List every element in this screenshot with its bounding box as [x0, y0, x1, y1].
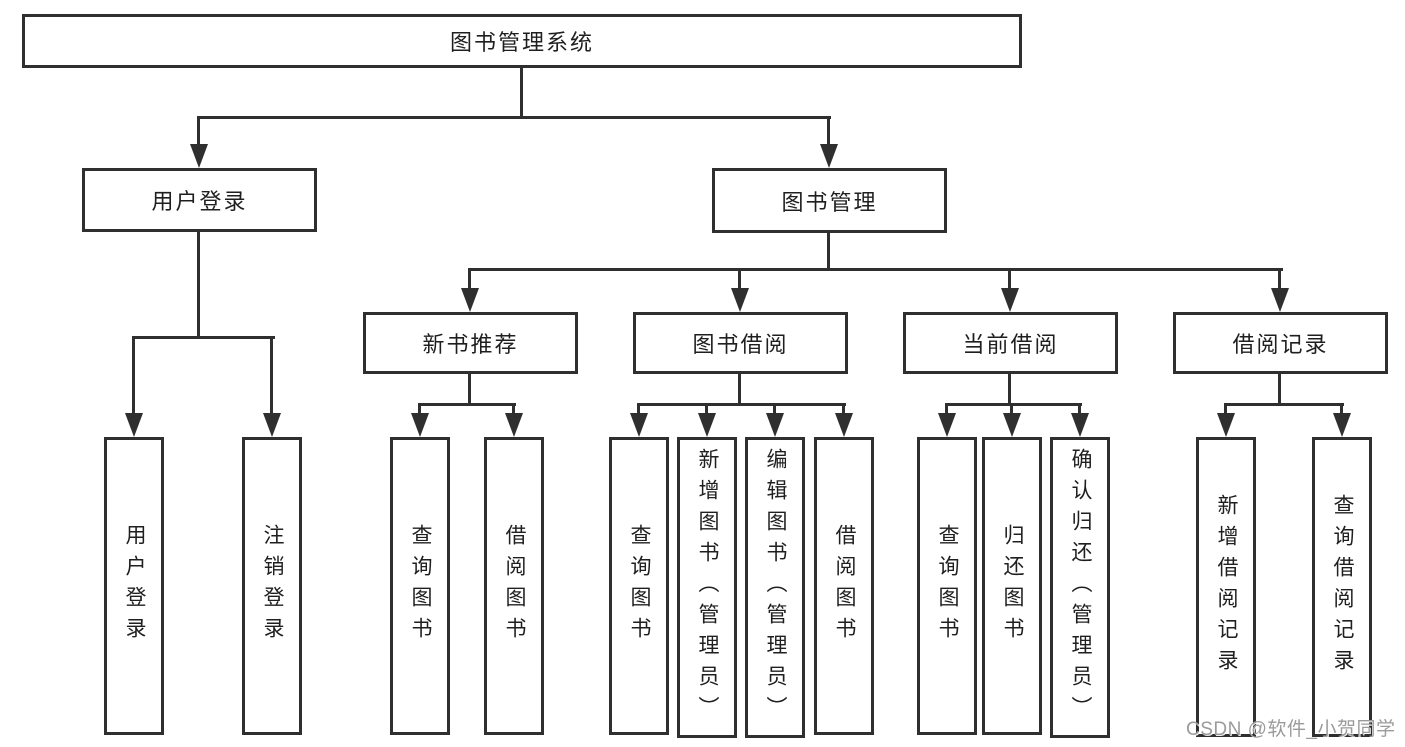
connector-branch-level2	[197, 116, 831, 119]
arrowhead-logout-leaf	[263, 413, 281, 437]
arrowhead-bb-add	[698, 413, 716, 437]
node-nb-query-books-label: 查询图书	[409, 524, 433, 648]
arrowhead-cb-return	[1003, 413, 1021, 437]
node-current-borrowing-label: 当前借阅	[962, 332, 1059, 357]
node-bb-edit-books-admin-label: 编辑图书（管理员）	[764, 448, 788, 727]
arrowhead-current-borrow	[1001, 288, 1019, 312]
arrowhead-borrow-records	[1271, 288, 1289, 312]
arrowhead-bb-borrow	[835, 413, 853, 437]
connector-book-management-drop	[827, 233, 830, 270]
node-current-borrowing: 当前借阅	[903, 312, 1118, 374]
connector-root-drop	[520, 68, 523, 117]
connector-borrow-records-drop	[1278, 374, 1281, 405]
connector-drop-new-book	[468, 271, 471, 290]
node-logout-leaf-label: 注销登录	[261, 524, 285, 648]
connector-drop-nb-query	[418, 406, 421, 415]
node-book-management-label: 图书管理	[781, 189, 878, 215]
node-cb-return-books: 归还图书	[982, 437, 1042, 735]
node-br-add-record-label: 新增借阅记录	[1215, 494, 1239, 680]
connector-drop-bb-edit	[773, 406, 776, 415]
connector-current-borrow-drop	[1008, 374, 1011, 405]
node-br-query-record: 查询借阅记录	[1312, 437, 1372, 737]
arrowhead-book-borrow	[731, 288, 749, 312]
connector-drop-borrow-records	[1278, 271, 1281, 290]
connector-drop-login-leaf	[132, 339, 135, 415]
node-bb-add-books-admin-label: 新增图书（管理员）	[696, 448, 720, 727]
connector-book-borrow-drop	[738, 374, 741, 405]
node-user-login-leaf-label: 用户登录	[123, 524, 147, 648]
arrowhead-br-query	[1333, 413, 1351, 437]
connector-branch-borrow-records	[1224, 403, 1344, 406]
connector-branch-new-book	[418, 403, 516, 406]
arrowhead-book-management	[820, 144, 838, 168]
node-br-add-record: 新增借阅记录	[1196, 437, 1256, 737]
node-nb-borrow-books: 借阅图书	[484, 437, 544, 735]
connector-drop-nb-borrow	[512, 406, 515, 415]
node-nb-borrow-books-label: 借阅图书	[503, 524, 527, 648]
connector-branch-level3	[468, 268, 1283, 271]
node-logout-leaf: 注销登录	[242, 437, 302, 735]
node-cb-return-books-label: 归还图书	[1001, 524, 1025, 648]
connector-drop-cb-query	[945, 406, 948, 415]
node-bb-borrow-books: 借阅图书	[814, 437, 874, 735]
node-book-borrowing-label: 图书借阅	[692, 332, 789, 357]
node-cb-confirm-return-admin: 确认归还（管理员）	[1050, 437, 1110, 738]
node-bb-borrow-books-label: 借阅图书	[833, 524, 857, 648]
node-new-book-recommend-label: 新书推荐	[422, 332, 519, 357]
connector-drop-book-management	[827, 117, 830, 146]
connector-drop-user-login	[197, 117, 200, 146]
arrowhead-user-login	[190, 144, 208, 168]
arrowhead-cb-query	[938, 413, 956, 437]
node-nb-query-books: 查询图书	[390, 437, 450, 735]
node-user-login-leaf: 用户登录	[104, 437, 164, 735]
arrowhead-br-add	[1217, 413, 1235, 437]
connector-drop-bb-borrow	[842, 406, 845, 415]
connector-drop-br-add	[1224, 406, 1227, 415]
connector-drop-logout-leaf	[270, 339, 273, 415]
arrowhead-new-book	[461, 288, 479, 312]
node-book-borrowing: 图书借阅	[633, 312, 848, 374]
arrowhead-bb-edit	[766, 413, 784, 437]
connector-branch-book-borrow	[637, 403, 846, 406]
connector-drop-book-borrow	[738, 271, 741, 290]
node-user-login-label: 用户登录	[151, 189, 248, 214]
connector-drop-bb-add	[705, 406, 708, 415]
node-library-system-label: 图书管理系统	[449, 30, 594, 55]
node-library-system: 图书管理系统	[22, 14, 1022, 68]
connector-branch-current-borrow	[945, 403, 1082, 406]
node-cb-query-books-label: 查询图书	[936, 524, 960, 648]
node-user-login: 用户登录	[82, 168, 317, 232]
node-borrowing-records: 借阅记录	[1173, 312, 1388, 374]
arrowhead-login-leaf	[125, 413, 143, 437]
node-bb-add-books-admin: 新增图书（管理员）	[677, 437, 737, 738]
connector-drop-cb-confirm	[1078, 406, 1081, 415]
node-new-book-recommend: 新书推荐	[363, 312, 578, 374]
connector-user-login-drop	[197, 232, 200, 338]
connector-branch-user-login	[132, 336, 275, 339]
node-cb-confirm-return-admin-label: 确认归还（管理员）	[1069, 448, 1093, 727]
connector-drop-current-borrow	[1008, 271, 1011, 290]
node-borrowing-records-label: 借阅记录	[1232, 332, 1329, 357]
watermark: CSDN @软件_小贺同学	[1186, 719, 1396, 740]
node-bb-query-books-label: 查询图书	[628, 524, 652, 648]
connector-drop-br-query	[1340, 406, 1343, 415]
connector-drop-bb-query	[637, 406, 640, 415]
arrowhead-cb-confirm	[1071, 413, 1089, 437]
connector-new-book-drop	[468, 374, 471, 405]
node-book-management: 图书管理	[712, 168, 947, 233]
node-bb-edit-books-admin: 编辑图书（管理员）	[745, 437, 805, 738]
arrowhead-nb-query	[411, 413, 429, 437]
arrowhead-bb-query	[630, 413, 648, 437]
node-bb-query-books: 查询图书	[609, 437, 669, 735]
arrowhead-nb-borrow	[505, 413, 523, 437]
node-cb-query-books: 查询图书	[917, 437, 977, 735]
node-br-query-record-label: 查询借阅记录	[1331, 494, 1355, 680]
connector-drop-cb-return	[1010, 406, 1013, 415]
